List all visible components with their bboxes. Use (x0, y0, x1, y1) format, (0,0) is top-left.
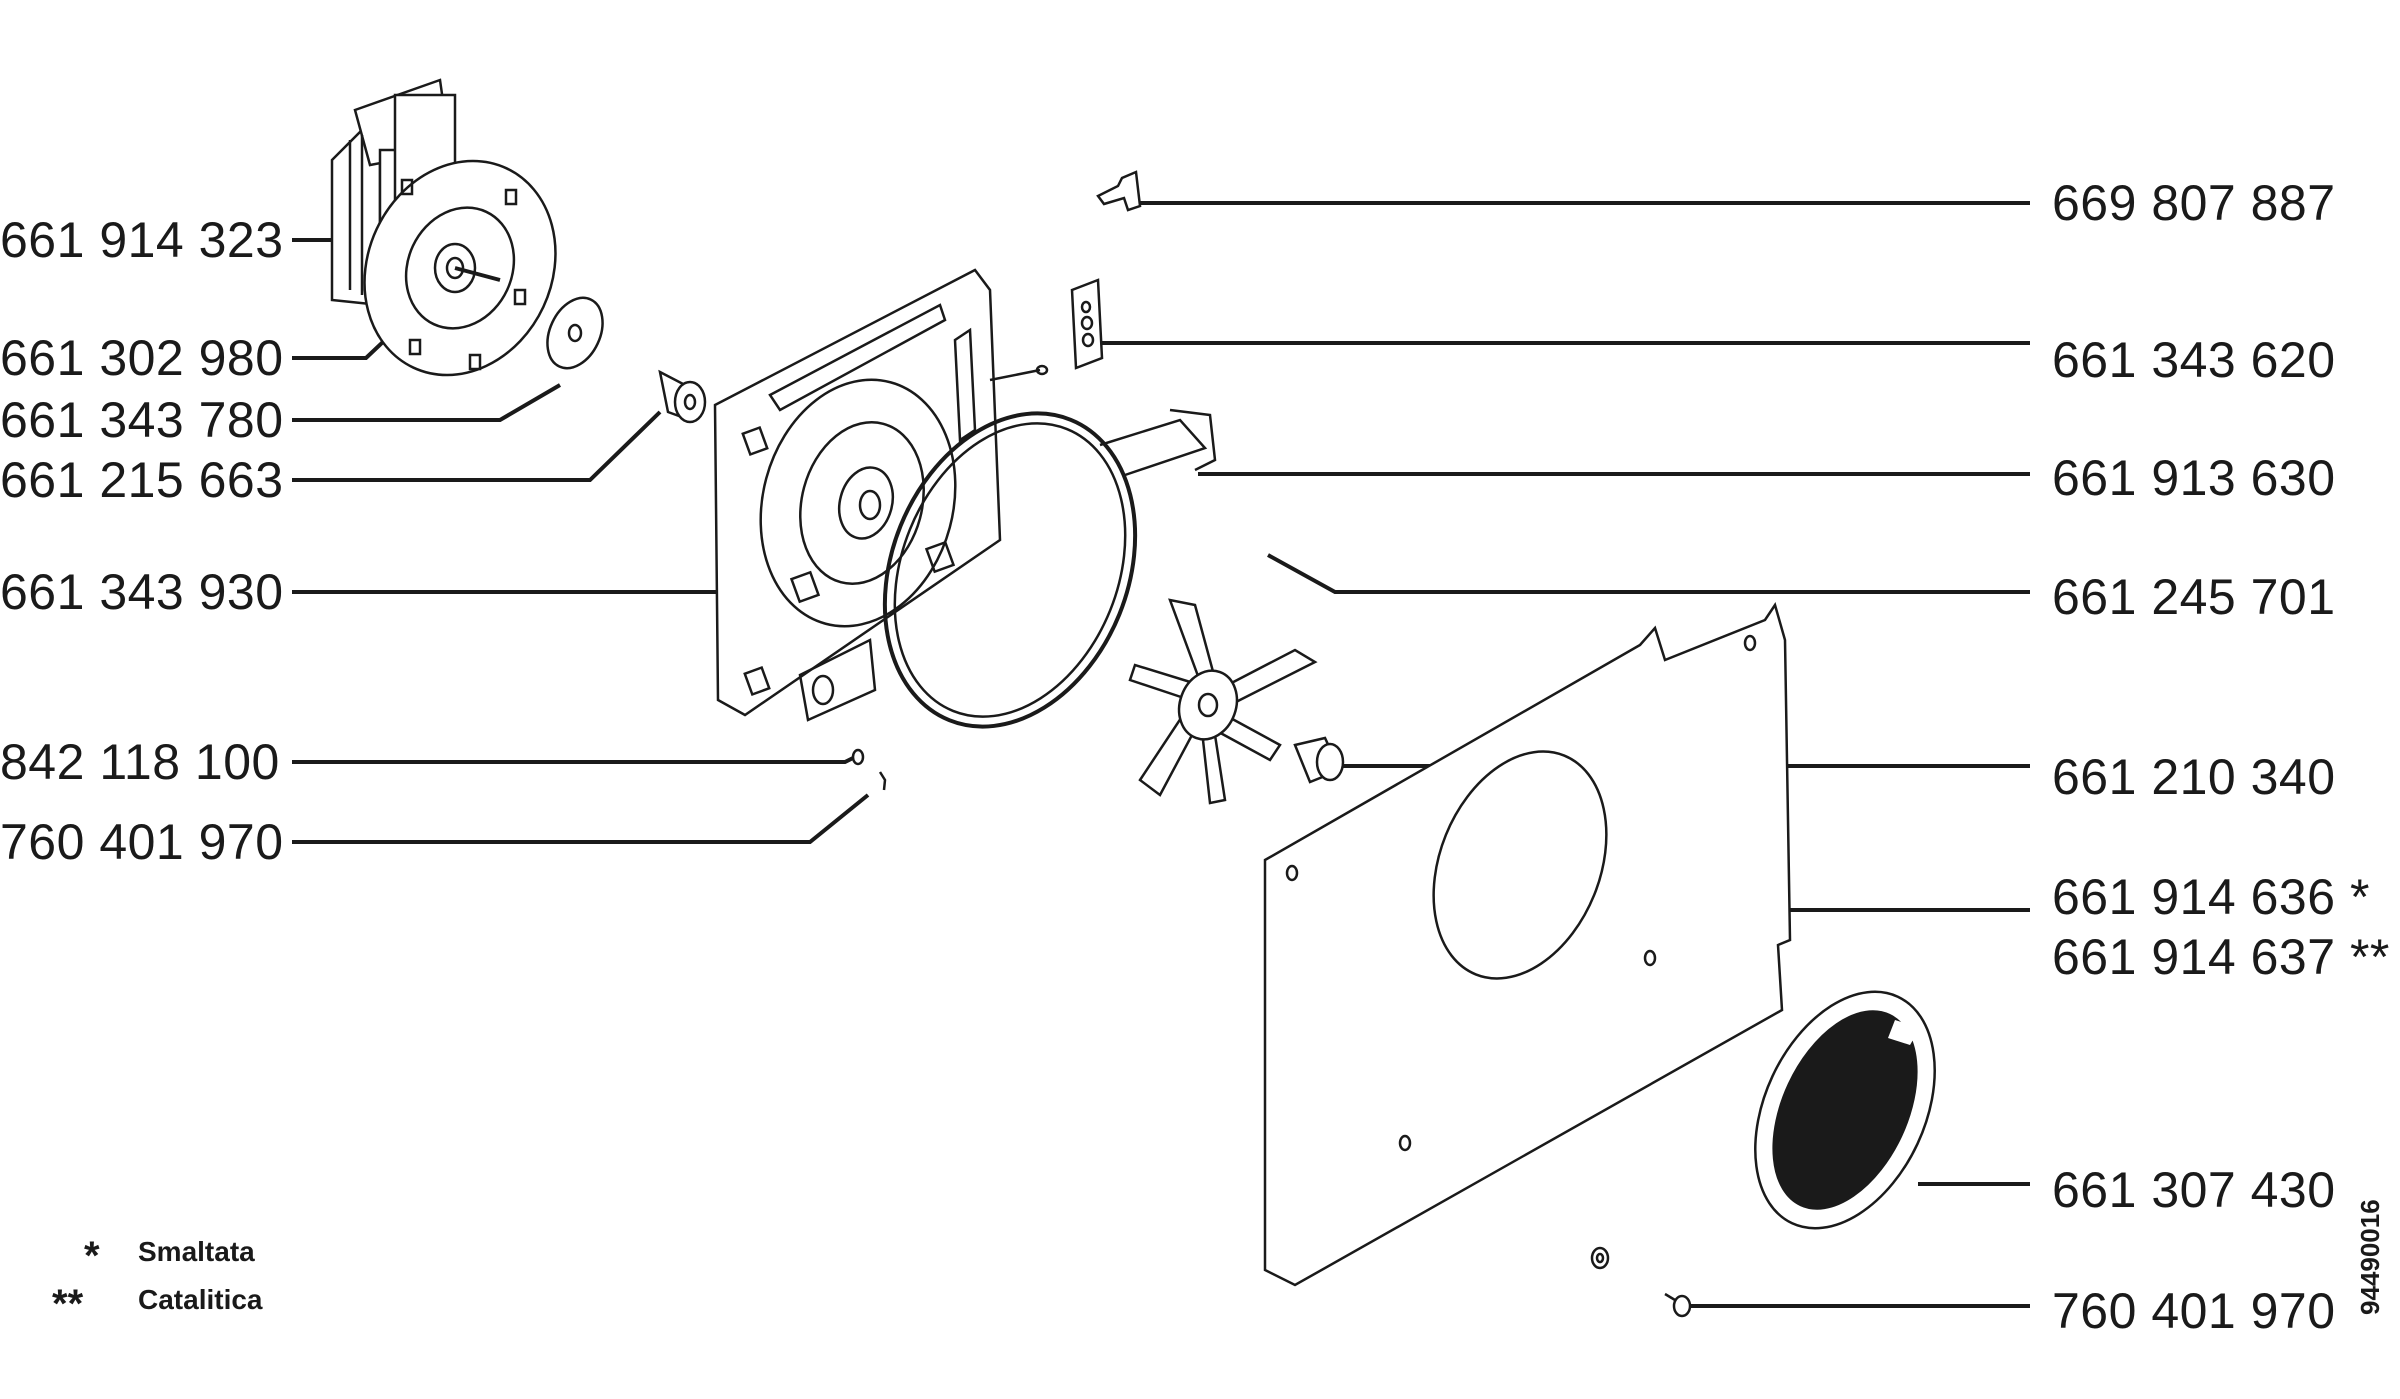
plate-drawing (1070, 278, 1104, 370)
clip-drawing (1096, 170, 1142, 212)
part-label-661343930: 661 343 930 (0, 564, 284, 620)
part-label-760401970-left: 760 401 970 (0, 814, 284, 870)
legend-symbol-catalitica: ** (52, 1282, 84, 1326)
catalytic-filter-drawing (1754, 990, 1936, 1230)
part-label-661215663: 661 215 663 (0, 452, 284, 508)
document-number: 94490016 (2355, 1199, 2385, 1315)
heating-element-drawing (882, 408, 1217, 729)
legend-text-smaltata: Smaltata (138, 1236, 255, 1267)
screws-drawing (851, 748, 887, 791)
part-label-661914323: 661 914 323 (0, 212, 284, 268)
bottom-screw-drawing (1664, 1292, 1692, 1318)
legend-text-catalitica: Catalitica (138, 1284, 263, 1315)
rear-plate-drawing (713, 268, 1049, 722)
fan-motor-drawing (330, 78, 557, 377)
fan-drawing (1128, 598, 1318, 805)
part-label-661914636: 661 914 636 * (2052, 869, 2370, 925)
part-label-661302980: 661 302 980 (0, 330, 284, 386)
back-panel-drawing (1263, 602, 1792, 1287)
nut-drawing (1293, 736, 1345, 784)
part-label-661913630: 661 913 630 (2052, 450, 2336, 506)
part-label-661210340: 661 210 340 (2052, 749, 2336, 805)
part-label-661307430: 661 307 430 (2052, 1162, 2336, 1218)
part-label-669807887: 669 807 887 (2052, 175, 2336, 231)
part-label-842118100: 842 118 100 (0, 734, 280, 790)
legend-symbol-smaltata: * (84, 1234, 100, 1278)
part-label-661343780: 661 343 780 (0, 392, 284, 448)
part-label-661245701: 661 245 701 (2052, 569, 2336, 625)
bushing-drawing (658, 369, 707, 424)
part-label-760401970-right: 760 401 970 (2052, 1283, 2336, 1339)
part-label-661343620: 661 343 620 (2052, 332, 2336, 388)
washer-drawing (546, 296, 604, 370)
part-label-661914637: 661 914 637 ** (2052, 929, 2390, 985)
